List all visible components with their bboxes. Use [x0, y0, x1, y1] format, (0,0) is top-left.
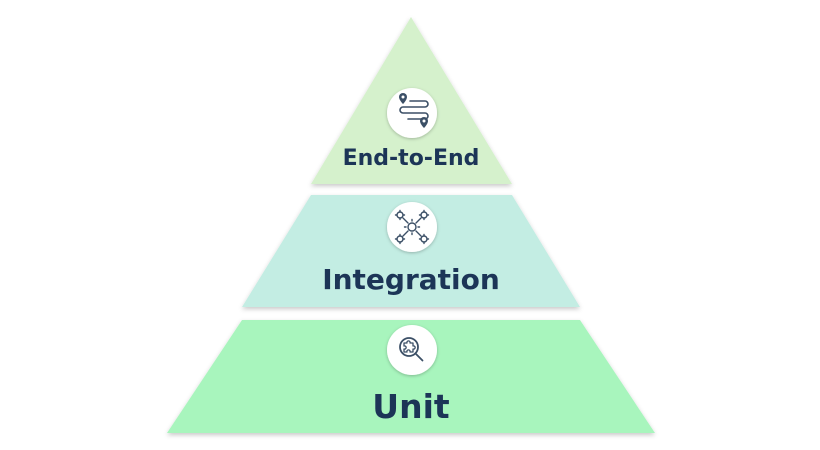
tier-unit-icon-badge: [387, 325, 437, 375]
network-gear-icon: [394, 209, 430, 245]
tier-integration-icon-badge: [387, 202, 437, 252]
tier-unit-shape: [167, 320, 655, 433]
magnifier-puzzle-icon: [399, 337, 424, 362]
route-map-pins-icon: [399, 93, 429, 128]
tier-unit: Unit: [167, 320, 655, 433]
tier-unit-label: Unit: [372, 387, 450, 426]
tier-integration-label: Integration: [322, 263, 500, 296]
tier-end-to-end-icon-badge: [387, 88, 437, 138]
tier-end-to-end: End-to-End: [311, 17, 512, 184]
tier-integration: Integration: [242, 195, 580, 307]
tier-end-to-end-label: End-to-End: [343, 146, 480, 171]
